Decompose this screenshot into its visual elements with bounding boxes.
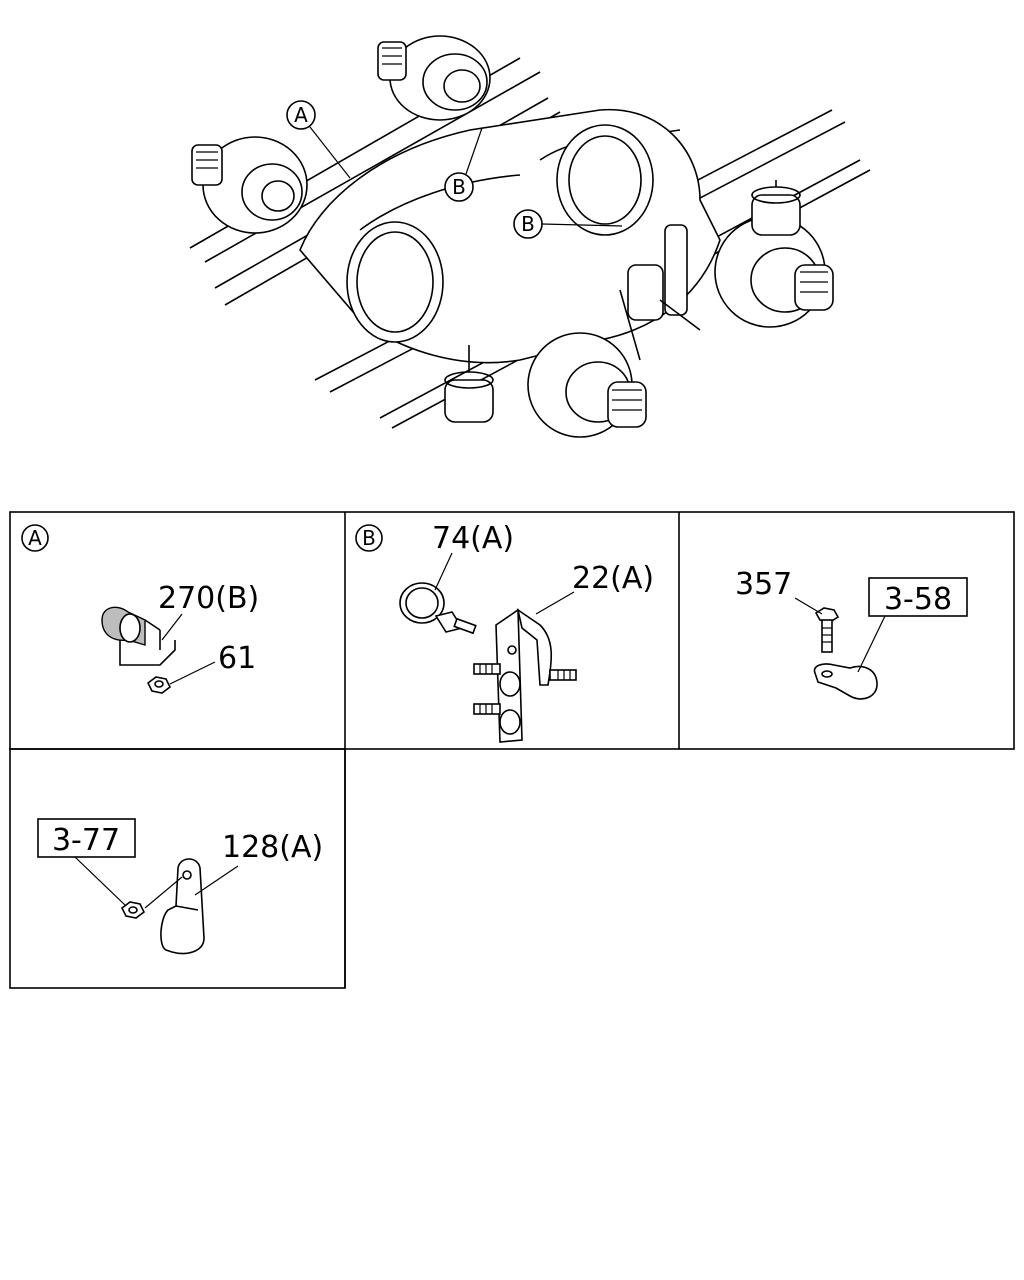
callout-b-2[interactable]: B [513, 209, 623, 239]
axle-assembly-illustration: A B B [189, 35, 871, 438]
differential-left [346, 221, 444, 343]
loop-clip-illustration [160, 858, 205, 955]
svg-text:B: B [521, 212, 535, 236]
part-label-270b: 270(B) [158, 581, 259, 641]
leader-nut-to-clip [144, 876, 183, 909]
panel-a-title: A [21, 524, 49, 552]
wheel-hub-left [191, 136, 308, 234]
panel-b: B 74(A) [355, 521, 654, 743]
svg-text:128(A): 128(A) [222, 830, 323, 865]
band-clamp-illustration [399, 582, 477, 635]
svg-text:B: B [452, 175, 466, 199]
callout-b-1[interactable]: B [444, 127, 483, 202]
part-label-61: 61 [169, 641, 256, 685]
panel-b-title: B [355, 524, 383, 552]
ref-box-3-77[interactable]: 3-77 [37, 818, 136, 907]
detail-grid [9, 511, 1015, 989]
svg-text:A: A [28, 526, 42, 550]
svg-text:3-58: 3-58 [884, 582, 952, 617]
part-label-357: 357 [735, 567, 823, 615]
brake-chamber-left [444, 345, 494, 423]
cushion-clamp-illustration [101, 606, 176, 666]
differential-right [556, 124, 654, 236]
callout-a[interactable]: A [286, 100, 351, 179]
nut-illustration [146, 676, 172, 694]
svg-text:61: 61 [218, 641, 256, 676]
ref-box-3-58[interactable]: 3-58 [857, 577, 968, 673]
panel-d: 3-77 128(A) [37, 818, 323, 955]
part-label-74a: 74(A) [432, 521, 514, 591]
svg-text:357: 357 [735, 567, 792, 602]
part-label-128a: 128(A) [194, 830, 323, 896]
stud-bolts [473, 663, 577, 715]
svg-text:3-77: 3-77 [52, 823, 120, 858]
suspension-struts [619, 224, 701, 361]
panel-a: A 270(B) 61 [21, 524, 259, 694]
p-clip-illustration [813, 663, 878, 700]
svg-text:B: B [362, 526, 376, 550]
bracket-illustration [473, 608, 577, 743]
svg-text:A: A [294, 103, 308, 127]
svg-text:74(A): 74(A) [432, 521, 514, 556]
brake-chamber-right [751, 180, 801, 236]
wheel-hub-right [714, 216, 834, 328]
bolt-illustration [814, 607, 840, 653]
svg-text:22(A): 22(A) [572, 561, 654, 596]
part-label-22a: 22(A) [535, 561, 654, 615]
panel-c: 357 3-58 [735, 567, 968, 700]
svg-text:270(B): 270(B) [158, 581, 259, 616]
nut-illustration-d [120, 901, 146, 919]
wheel-hub-top [377, 35, 491, 121]
wheel-hub-bottom [527, 332, 647, 438]
